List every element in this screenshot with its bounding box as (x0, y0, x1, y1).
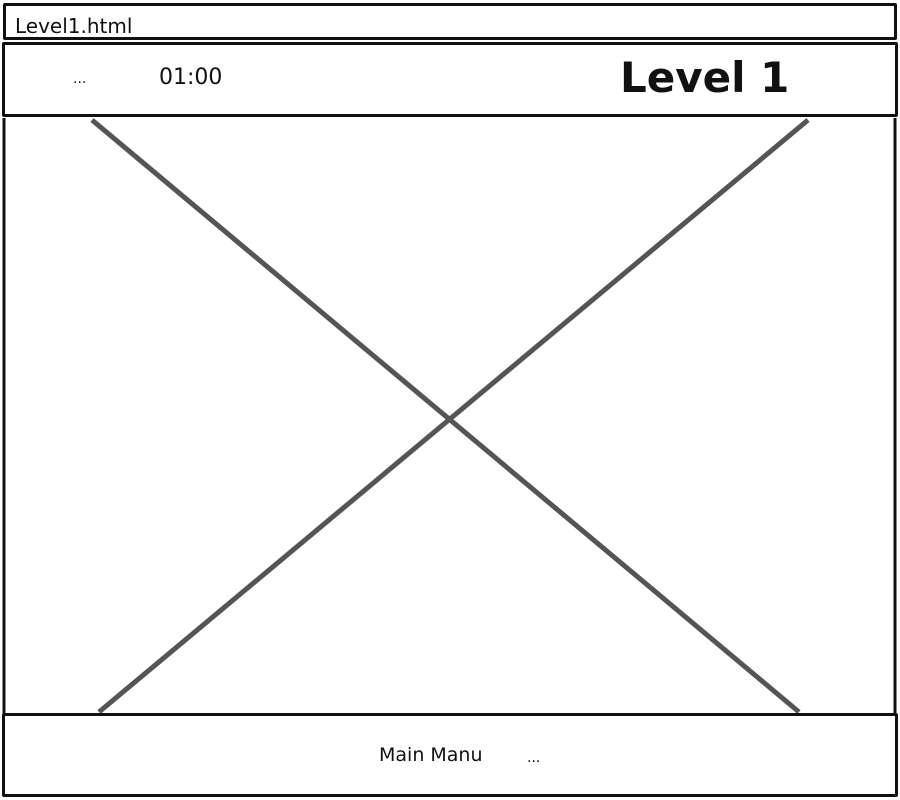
footer-more-button[interactable]: ... (527, 750, 541, 766)
footer-bar: Main Manu ... (2, 713, 898, 797)
header-bar: ... 01:00 Level 1 (2, 42, 898, 117)
level-title: Level 1 (620, 53, 790, 102)
header-more-button[interactable]: ... (73, 71, 87, 87)
main-menu-button[interactable]: Main Manu (379, 744, 483, 766)
title-bar: Level1.html (3, 3, 897, 40)
placeholder-diagonal-1 (90, 118, 801, 714)
game-canvas[interactable] (2, 118, 898, 714)
image-placeholder-x-icon (2, 118, 897, 714)
window-title: Level1.html (15, 14, 133, 38)
timer: 01:00 (159, 65, 223, 90)
placeholder-diagonal-2 (97, 118, 810, 714)
